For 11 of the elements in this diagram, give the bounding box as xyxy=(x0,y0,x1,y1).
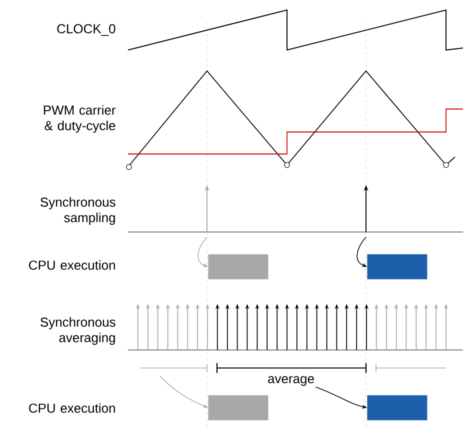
cpu-task-bar xyxy=(208,395,268,420)
cpu-task-bar xyxy=(208,254,268,280)
cpu-task-bar xyxy=(367,395,428,420)
row-label: CLOCK_0 xyxy=(57,24,116,36)
row-label: PWM carrier & duty-cycle xyxy=(44,105,116,133)
row-label: Synchronous averaging xyxy=(40,317,116,345)
row-label: CPU execution xyxy=(29,403,115,413)
row-label: CPU execution xyxy=(29,260,115,270)
cpu-task-bar xyxy=(367,254,428,280)
row-label: Synchronous sampling xyxy=(40,197,116,225)
bracket-label: average xyxy=(268,376,314,386)
